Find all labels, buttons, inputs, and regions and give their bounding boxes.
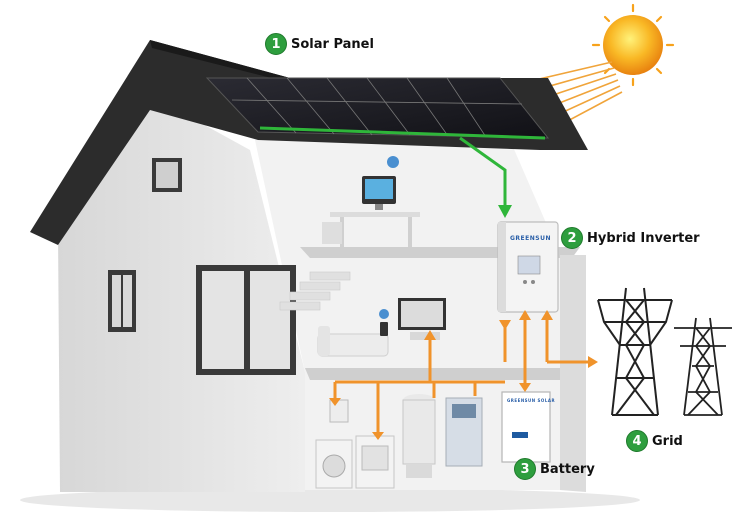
distribution-box [329,399,349,423]
grid-tower-large-icon [597,287,673,416]
mobile-phone [380,322,388,336]
callout-battery: 3 Battery [514,458,595,480]
callout-label-solar-panel: Solar Panel [291,36,374,52]
phone-globe-icon [379,309,389,319]
attic-window [152,158,182,192]
hybrid-inverter: GREENSUN [497,221,559,313]
callout-label-hybrid-inverter: Hybrid Inverter [587,230,700,246]
wifi-globe-icon [387,156,399,168]
callout-badge: 2 [561,227,583,249]
house-right-wall-edge [560,255,586,492]
house-left-wall [58,95,305,492]
callout-badge: 3 [514,458,536,480]
callout-hybrid-inverter: 2 Hybrid Inverter [561,227,700,249]
washing-machine [315,439,353,489]
desk [322,212,420,247]
boiler [445,397,483,467]
ground-shadow [20,488,640,512]
solar-arrow-head [498,205,512,218]
television [398,298,446,340]
callout-label-grid: Grid [652,433,683,449]
power-lines [333,312,588,432]
water-heater [402,394,436,478]
callout-badge: 1 [265,33,287,55]
roof-ridge [150,40,295,84]
battery-brand: GREENSUN SOLAR [507,398,555,403]
callout-solar-panel: 1 Solar Panel [265,33,374,55]
battery: GREENSUN SOLAR [501,391,555,463]
power-arrow-heads [329,310,598,440]
callout-badge: 4 [626,430,648,452]
side-window [108,270,136,332]
solar-panel [205,77,550,139]
inverter-brand: GREENSUN [510,235,551,242]
callout-label-battery: Battery [540,461,595,477]
solar-power-line [259,126,546,205]
dryer [355,435,395,489]
staircase [279,271,351,311]
grid-tower-small-icon [674,317,732,416]
floor-slab-lower [305,368,586,380]
sofa [317,326,389,357]
glass-door [196,265,296,375]
computer-monitor [362,176,396,210]
sun-icon [591,3,675,87]
callout-grid: 4 Grid [626,430,683,452]
